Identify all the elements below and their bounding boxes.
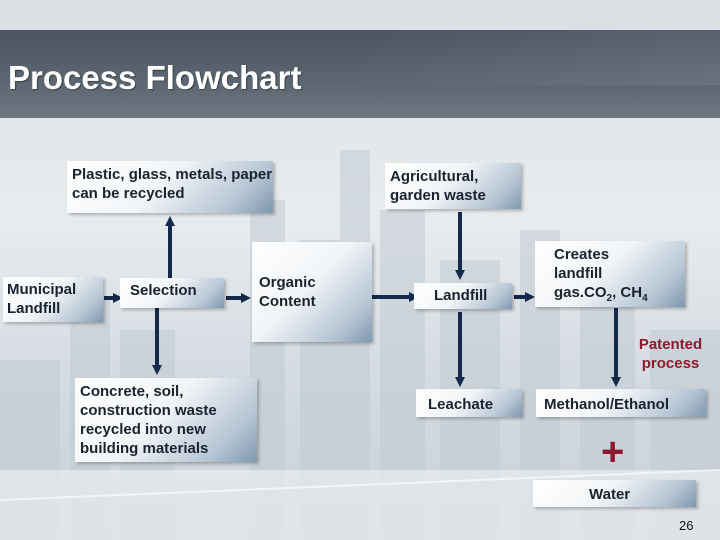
patented-process-label: Patented process	[638, 336, 703, 372]
plus-symbol: +	[601, 430, 625, 474]
node-landfill: Landfill	[414, 283, 512, 309]
node-construction: Concrete, soil, construction waste recyc…	[75, 378, 257, 462]
node-methanol-ethanol: Methanol/Ethanol	[536, 389, 706, 417]
node-agricultural: Agricultural, garden waste	[385, 163, 521, 209]
page-number: 26	[679, 518, 694, 533]
title-bar	[0, 30, 720, 118]
node-water: Water	[533, 480, 696, 507]
node-organic-content: Organic Content	[252, 242, 372, 342]
node-selection: Selection	[120, 278, 224, 308]
node-recyclable: Plastic, glass, metals, paper can be rec…	[67, 161, 273, 213]
node-leachate: Leachate	[416, 389, 522, 417]
page-title: Process Flowchart	[8, 59, 302, 96]
node-municipal-landfill: Municipal Landfill	[3, 277, 103, 322]
node-creates-landfill-gas: Creates landfill gas.CO2, CH4	[535, 241, 685, 307]
